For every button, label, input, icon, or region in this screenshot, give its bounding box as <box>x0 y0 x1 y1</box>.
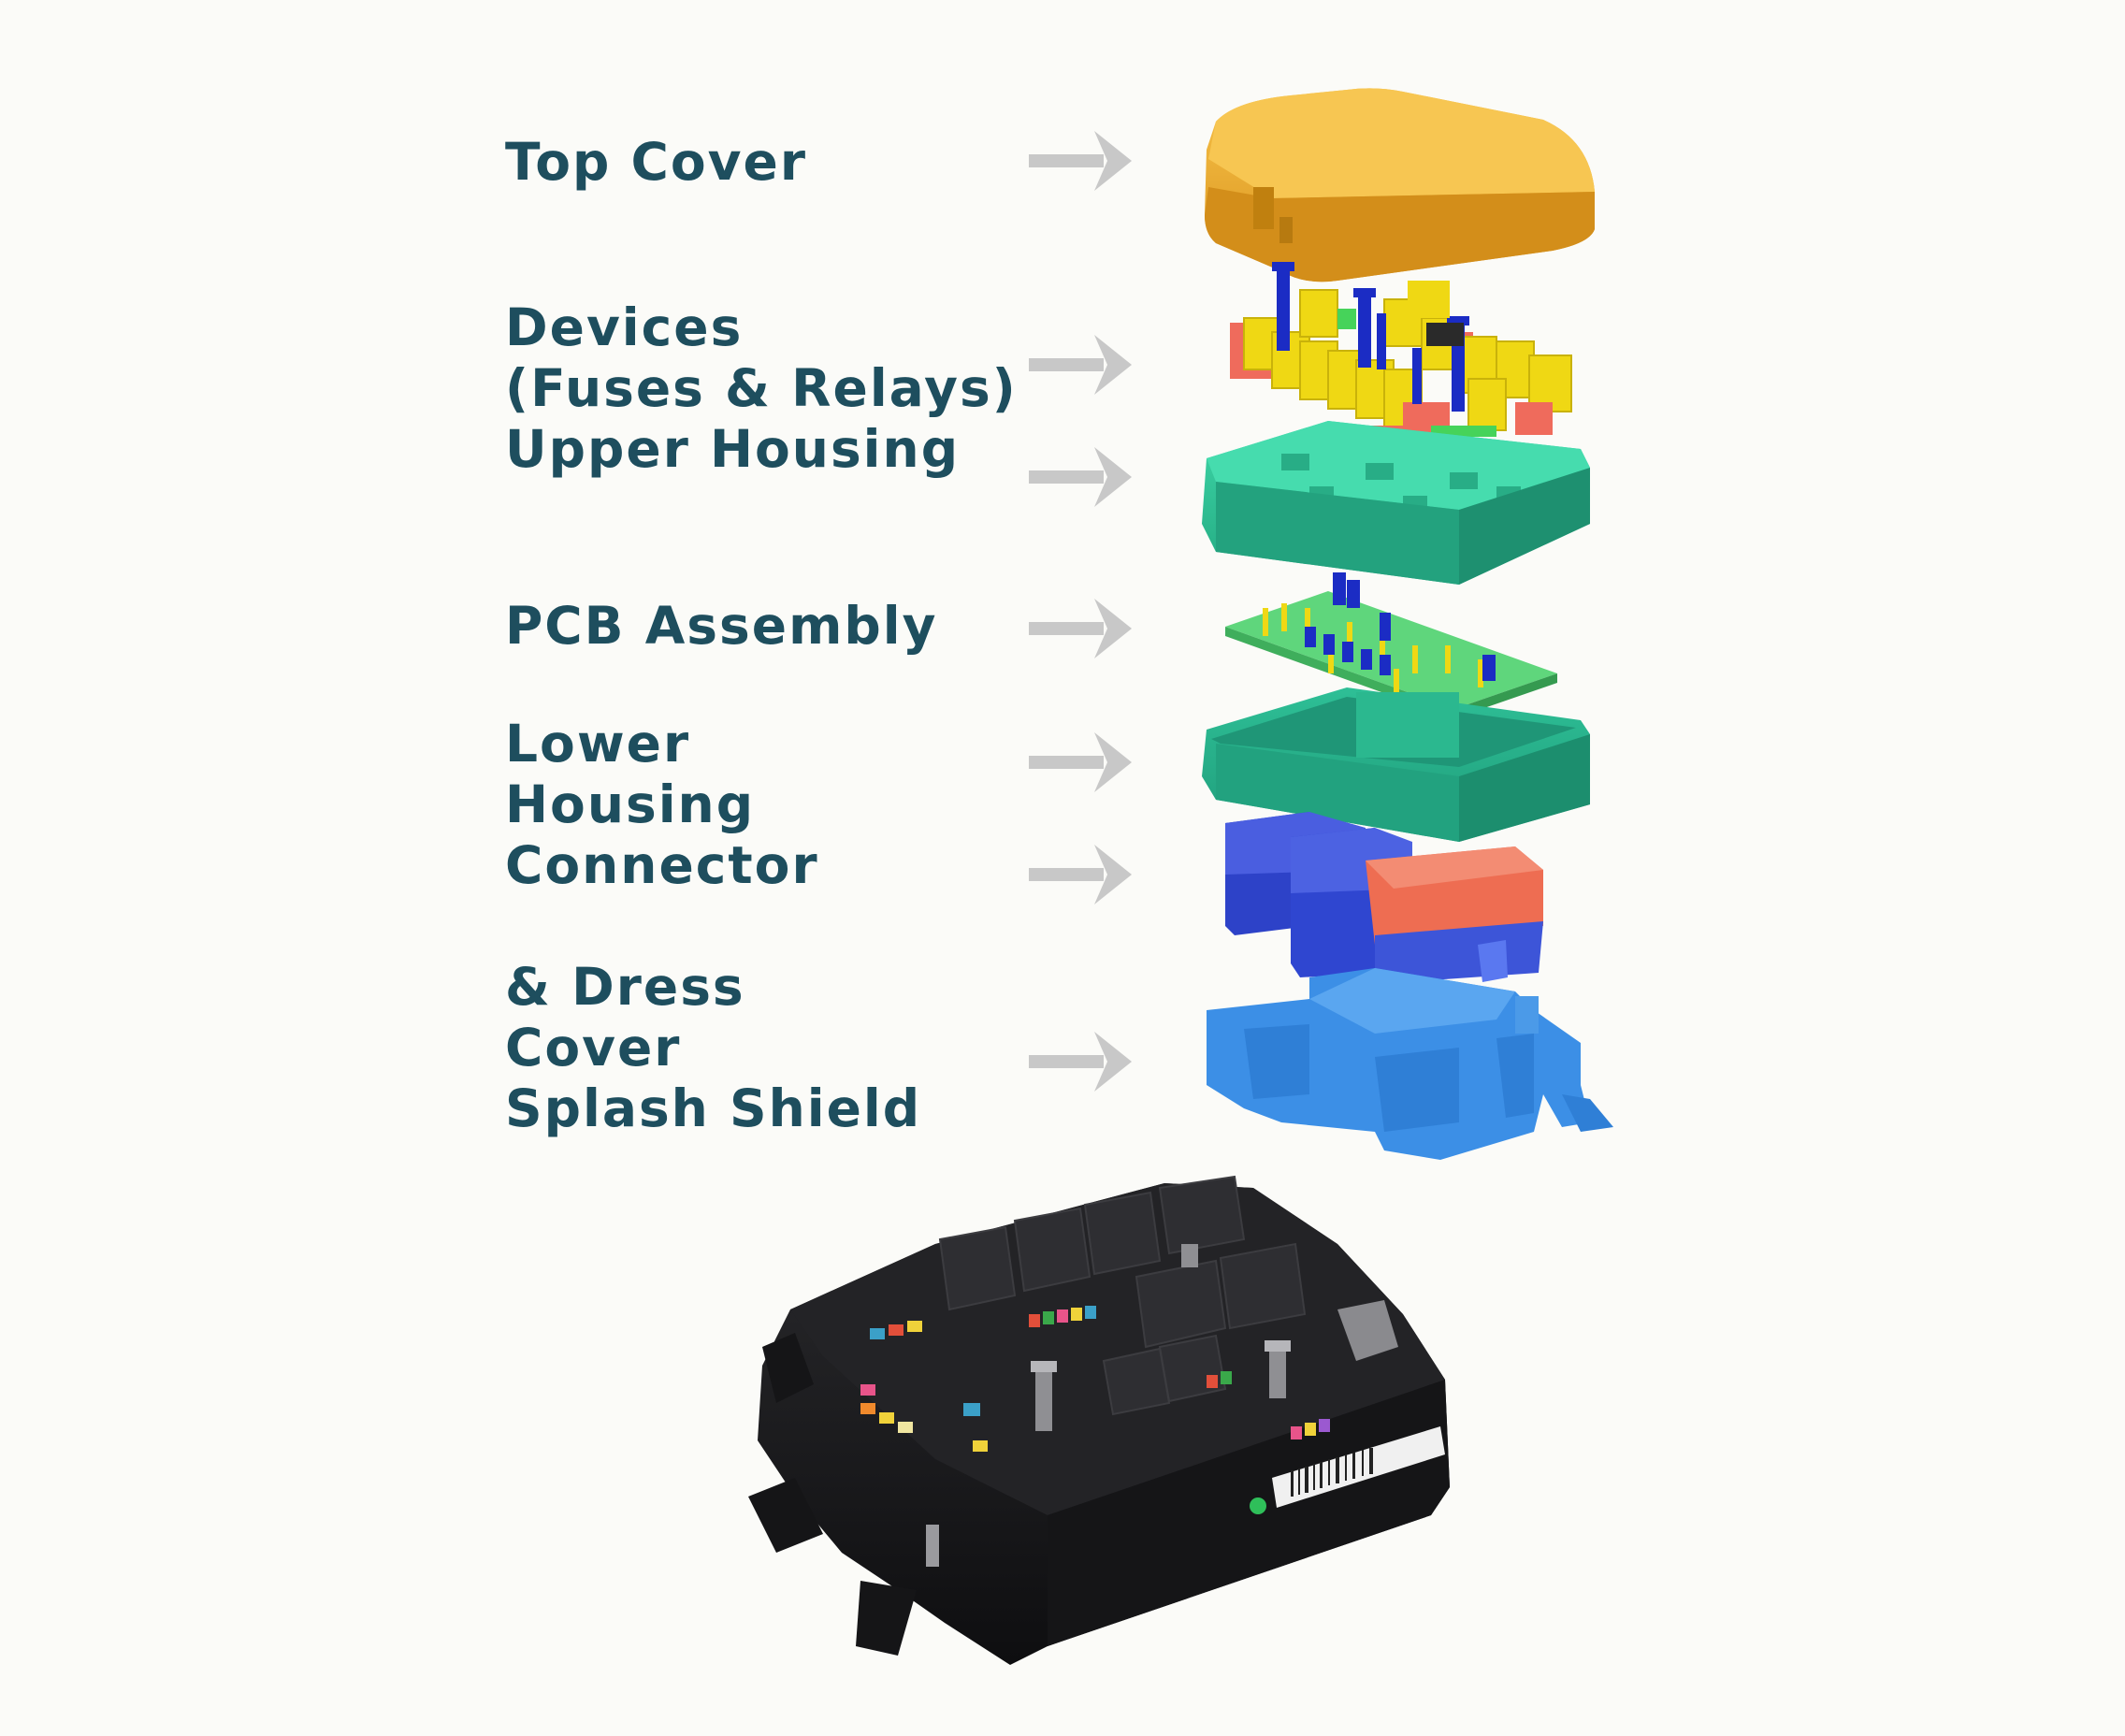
label-connector: Connector <box>505 835 819 895</box>
arrow-right-icon <box>1029 845 1132 904</box>
arrow-right-icon <box>1029 447 1132 507</box>
arrow-right-icon <box>1029 732 1132 792</box>
label-upper-housing: Upper Housing <box>505 419 961 479</box>
label-and-dress: & Dress <box>505 957 745 1017</box>
label-top-cover: Top Cover <box>505 132 807 192</box>
connector-part <box>1225 812 1543 982</box>
label-cover: Cover <box>505 1018 682 1078</box>
assembled-fuse-box <box>748 1175 1450 1665</box>
label-pcb-assembly: PCB Assembly <box>505 596 938 656</box>
upper-housing-part <box>1202 421 1590 585</box>
lower-housing-part <box>1202 687 1590 842</box>
label-lower: Lower <box>505 714 691 774</box>
label-housing: Housing <box>505 774 756 834</box>
arrow-right-icon <box>1029 131 1132 191</box>
top-cover-part <box>1205 88 1595 282</box>
label-fuses-relays: (Fuses & Relays) <box>505 358 1018 418</box>
label-splash-shield: Splash Shield <box>505 1078 922 1138</box>
arrow-right-icon <box>1029 599 1132 658</box>
arrow-right-icon <box>1029 1032 1132 1092</box>
devices-part <box>1230 262 1572 458</box>
arrow-right-icon <box>1029 335 1132 395</box>
label-devices: Devices <box>505 297 744 357</box>
splash-shield-part <box>1207 968 1613 1160</box>
